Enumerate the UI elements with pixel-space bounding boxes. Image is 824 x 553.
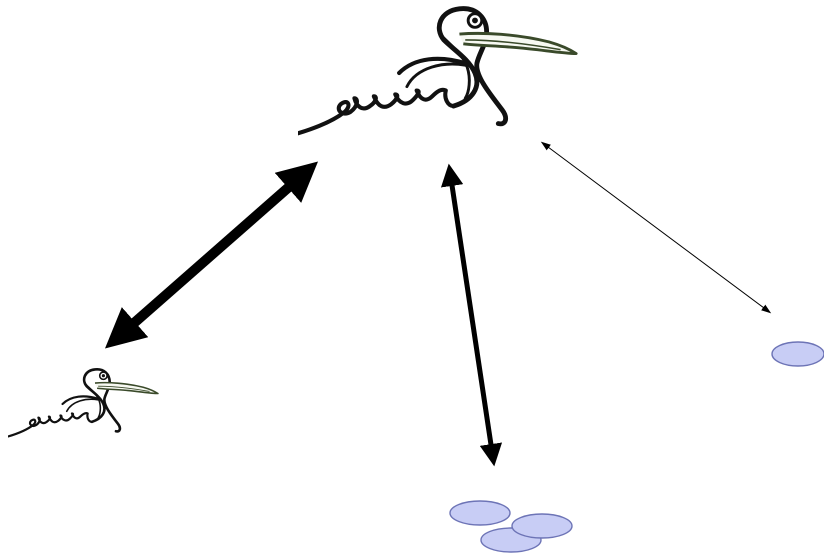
large-bird [298, 9, 576, 134]
small-bird [8, 369, 158, 436]
pelican-icon [8, 369, 158, 436]
egg-icon [772, 342, 824, 366]
egg-icon [450, 501, 510, 525]
single-egg [772, 342, 824, 366]
egg-cluster [450, 501, 572, 552]
thin-double-arrow [544, 144, 768, 311]
edge-large-bird-to-single-egg [544, 144, 768, 311]
thick-double-arrow [117, 172, 306, 338]
egg-cluster-icon [450, 501, 572, 552]
medium-double-arrow [450, 172, 493, 458]
pelican-icon [298, 9, 576, 134]
edge-large-bird-to-small-bird [117, 172, 306, 338]
edge-large-bird-to-egg-cluster [450, 172, 493, 458]
egg-icon [512, 514, 572, 538]
